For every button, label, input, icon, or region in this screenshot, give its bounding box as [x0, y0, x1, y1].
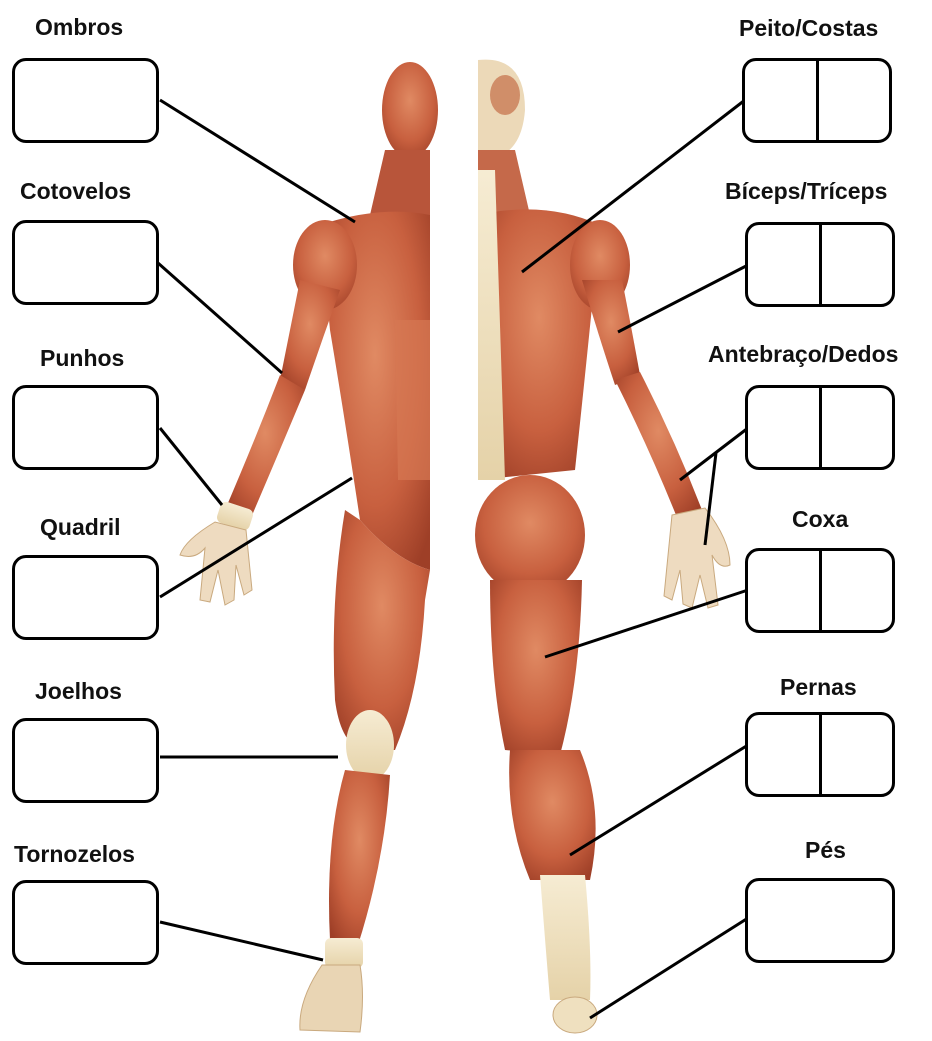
line-biceps-triceps	[618, 265, 748, 332]
back-calf	[509, 750, 595, 880]
back-upper-arm	[582, 280, 640, 385]
back-figure	[475, 60, 730, 1033]
line-cotovelos	[158, 263, 282, 373]
label-biceps-triceps: Bíceps/Tríceps	[725, 180, 887, 203]
label-peito-costas: Peito/Costas	[739, 17, 878, 40]
label-punhos: Punhos	[40, 347, 124, 370]
label-antebraco-dedos: Antebraço/Dedos	[708, 343, 898, 366]
answer-box-coxa[interactable]	[745, 548, 895, 633]
line-pes	[590, 918, 748, 1018]
answer-box-pernas[interactable]	[745, 712, 895, 797]
line-peito-costas	[522, 100, 745, 272]
front-knee	[346, 710, 394, 780]
answer-box-punhos[interactable]	[12, 385, 159, 470]
back-head-muscle	[490, 75, 520, 115]
answer-box-cotovelos[interactable]	[12, 220, 159, 305]
label-pes: Pés	[805, 839, 846, 862]
label-joelhos: Joelhos	[35, 680, 122, 703]
label-coxa: Coxa	[792, 508, 848, 531]
line-ombros	[160, 100, 355, 222]
front-figure	[180, 62, 438, 1032]
front-abs	[395, 320, 430, 480]
label-quadril: Quadril	[40, 516, 121, 539]
front-lower-leg	[329, 770, 390, 945]
answer-box-joelhos[interactable]	[12, 718, 159, 803]
back-hand	[664, 508, 730, 608]
line-punhos	[160, 428, 222, 505]
label-pernas: Pernas	[780, 676, 857, 699]
front-neck	[370, 150, 430, 215]
answer-box-peito-costas[interactable]	[742, 58, 892, 143]
front-head	[382, 62, 438, 158]
label-cotovelos: Cotovelos	[20, 180, 131, 203]
front-foot	[300, 965, 363, 1032]
back-forearm	[615, 372, 702, 520]
label-ombros: Ombros	[35, 16, 123, 39]
answer-box-pes[interactable]	[745, 878, 895, 963]
answer-box-quadril[interactable]	[12, 555, 159, 640]
back-glute	[475, 475, 585, 595]
answer-box-tornozelos[interactable]	[12, 880, 159, 965]
back-achilles	[540, 875, 590, 1000]
line-pernas	[570, 745, 748, 855]
answer-box-ombros[interactable]	[12, 58, 159, 143]
label-tornozelos: Tornozelos	[14, 843, 135, 866]
back-thigh	[490, 580, 582, 755]
front-ankle	[325, 938, 363, 968]
front-forearm	[225, 375, 305, 520]
back-heel	[553, 997, 597, 1033]
answer-box-biceps-triceps[interactable]	[745, 222, 895, 307]
line-tornozelos	[160, 922, 323, 960]
answer-box-antebraco-dedos[interactable]	[745, 385, 895, 470]
